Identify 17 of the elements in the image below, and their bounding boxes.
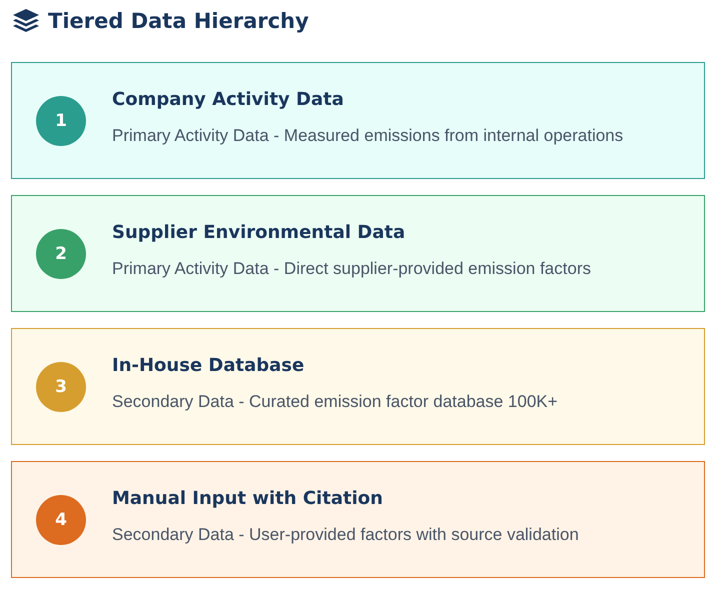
number-badge: 4 — [36, 495, 86, 545]
card-heading: Supplier Environmental Data — [112, 222, 406, 243]
number-badge: 3 — [36, 362, 86, 412]
tier-card — [11, 195, 705, 312]
card-heading: Company Activity Data — [112, 89, 344, 110]
tier-card — [11, 62, 705, 179]
number-badge: 2 — [36, 229, 86, 279]
number-badge: 1 — [36, 96, 86, 146]
card-heading: In-House Database — [112, 355, 304, 376]
card-description: Secondary Data - Curated emission factor database 100K+ — [112, 392, 558, 412]
tier-card — [11, 328, 705, 445]
card-description: Primary Activity Data - Direct supplier-provided emission factors — [112, 259, 591, 279]
card-description: Secondary Data - User-provided factors with source validation — [112, 525, 579, 545]
card-description: Primary Activity Data - Measured emissions from internal operations — [112, 126, 624, 146]
title: Tiered Data Hierarchy — [48, 9, 309, 33]
card-heading: Manual Input with Citation — [112, 488, 383, 509]
tier-card — [11, 461, 705, 578]
